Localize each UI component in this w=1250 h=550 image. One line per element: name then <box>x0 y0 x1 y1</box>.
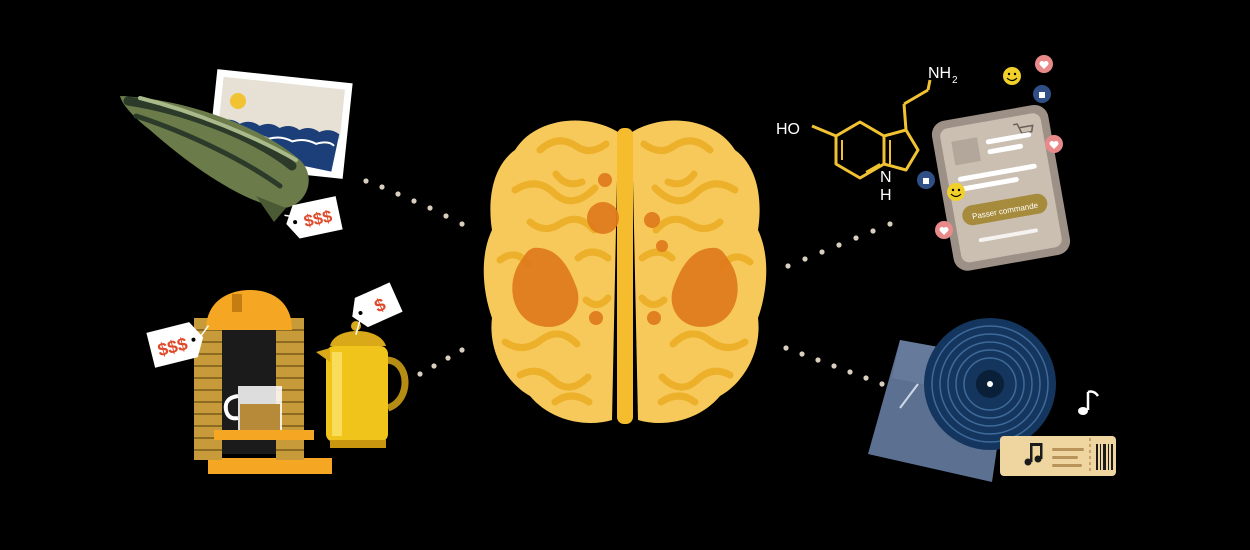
heart-icon-3 <box>935 221 953 239</box>
smiley-icon-2 <box>947 183 965 201</box>
hotspot-center <box>587 202 619 234</box>
coffee-machine <box>194 290 332 474</box>
hydroxyl-label: HO <box>776 121 800 138</box>
music-note-icon <box>1078 390 1100 415</box>
brain-illustration <box>483 120 767 424</box>
price-tag-pot: $ <box>352 282 403 335</box>
amine-label: NH <box>928 65 951 82</box>
smartphone-illustration: Passer commande <box>931 104 1071 271</box>
brain-activity-hotspots <box>512 173 738 327</box>
like-icon-2 <box>917 171 935 189</box>
heart-icon <box>1035 55 1053 73</box>
hotspot-small-right <box>644 212 660 228</box>
hotspot-small-right-2 <box>656 240 668 252</box>
hotspot-right-large <box>671 247 738 327</box>
brain-central-fissure <box>617 128 633 424</box>
concert-ticket <box>1000 436 1116 476</box>
like-icon <box>1033 85 1051 103</box>
order-button <box>962 193 1048 226</box>
serotonin-molecule: NH 2 HO N H <box>776 65 958 204</box>
smiley-icon <box>1003 67 1021 85</box>
rocket-board-illustration <box>120 96 309 222</box>
french-press <box>316 321 409 448</box>
product-thumbnail <box>951 137 982 166</box>
hotspot-small-right-3 <box>647 311 661 325</box>
connector-bottom-left <box>417 347 465 377</box>
hotspot-small-top <box>598 173 612 187</box>
amine-subscript: 2 <box>952 75 958 86</box>
hotspot-left-large <box>512 247 579 327</box>
reaction-icons <box>917 55 1063 239</box>
vinyl-record <box>924 318 1056 450</box>
connector-bottom-right <box>783 345 885 387</box>
nitrogen-label: N <box>880 169 892 186</box>
price-tag-machine: $$$ <box>146 322 210 368</box>
hydrogen-label: H <box>880 187 892 204</box>
brain-folds <box>496 137 754 406</box>
hotspot-small-left <box>589 311 603 325</box>
price-tag-rocket: $$$ <box>284 196 343 239</box>
barcode <box>1096 444 1113 470</box>
heart-icon-2 <box>1045 135 1063 153</box>
ticket-music-note-icon <box>1024 443 1043 466</box>
sun-icon <box>230 93 246 109</box>
connector-top-right <box>785 221 893 269</box>
connector-top-left <box>363 178 465 227</box>
dotted-connectors <box>363 178 893 387</box>
